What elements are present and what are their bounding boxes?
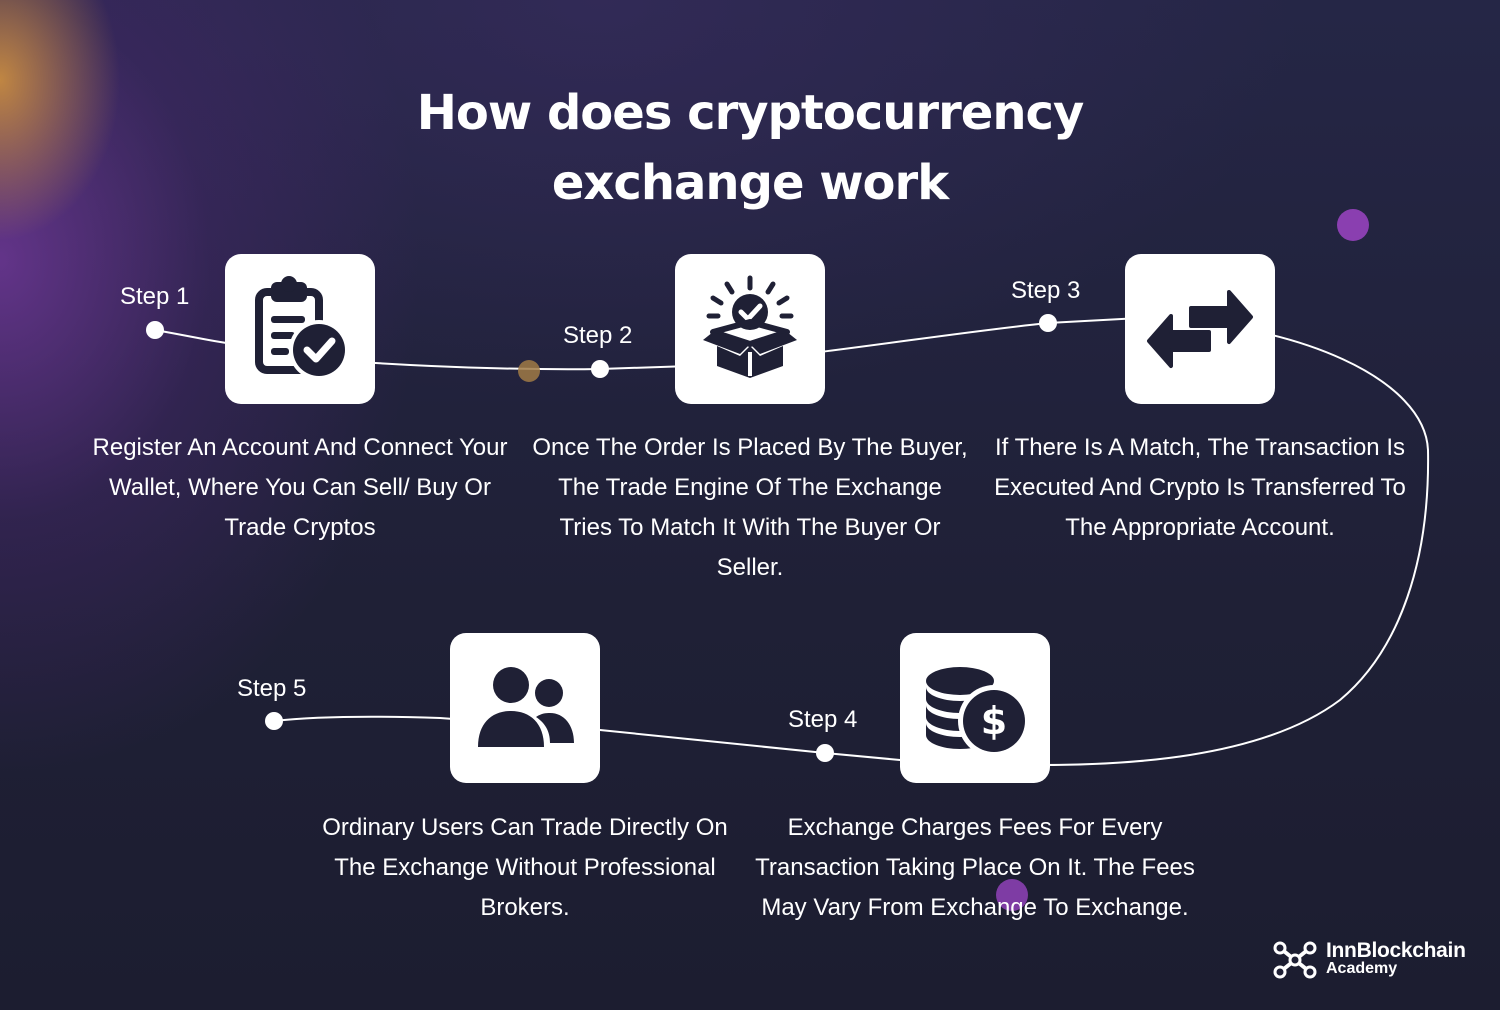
step-5-icon-box [450, 633, 600, 783]
swap-arrows-icon [1147, 290, 1253, 368]
decor-orb-orange [518, 360, 540, 382]
coins-dollar-icon: $ [926, 667, 1030, 757]
step-4-label: Step 4 [788, 706, 858, 733]
step-4-dot [816, 744, 834, 762]
step-1-dot [146, 321, 164, 339]
step-3-description: If There Is A Match, The Transaction Is … [994, 434, 1406, 541]
step-1-description: Register An Account And Connect Your Wal… [92, 434, 508, 541]
connector-line [154, 316, 1430, 767]
title-line-1: How does cryptocurrency [416, 85, 1085, 141]
decor-orb-purple-bottom [996, 879, 1028, 911]
step-4-icon-box: $ [900, 633, 1050, 783]
decor-orb-purple-top [1337, 209, 1369, 241]
step-2-label: Step 2 [563, 322, 633, 349]
network-nodes-icon [1273, 941, 1317, 979]
step-3-label: Step 3 [1011, 277, 1081, 304]
step-2-description: Once The Order Is Placed By The Buyer, T… [532, 434, 968, 581]
step-1-icon-box [225, 254, 375, 404]
step-5-dot [265, 712, 283, 730]
step-5-description: Ordinary Users Can Trade Directly On The… [322, 814, 728, 921]
step-3-icon-box [1125, 254, 1275, 404]
brand-name: InnBlockchain [1326, 939, 1466, 962]
step-3-dot [1039, 314, 1057, 332]
step-1-label: Step 1 [120, 283, 190, 310]
step-2-icon-box [675, 254, 825, 404]
open-box-check-icon [703, 275, 797, 378]
users-icon [478, 667, 574, 747]
clipboard-check-icon [255, 276, 349, 380]
brand-logo: InnBlockchain Academy [1272, 938, 1482, 982]
svg-text:$: $ [981, 699, 1007, 743]
page-title: How does cryptocurrency exchange work [300, 78, 1200, 218]
brand-subname: Academy [1326, 960, 1398, 977]
title-line-2: exchange work [551, 155, 949, 211]
step-4-description: Exchange Charges Fees For Every Transact… [755, 814, 1195, 921]
step-2-dot [591, 360, 609, 378]
step-5-label: Step 5 [237, 675, 307, 702]
